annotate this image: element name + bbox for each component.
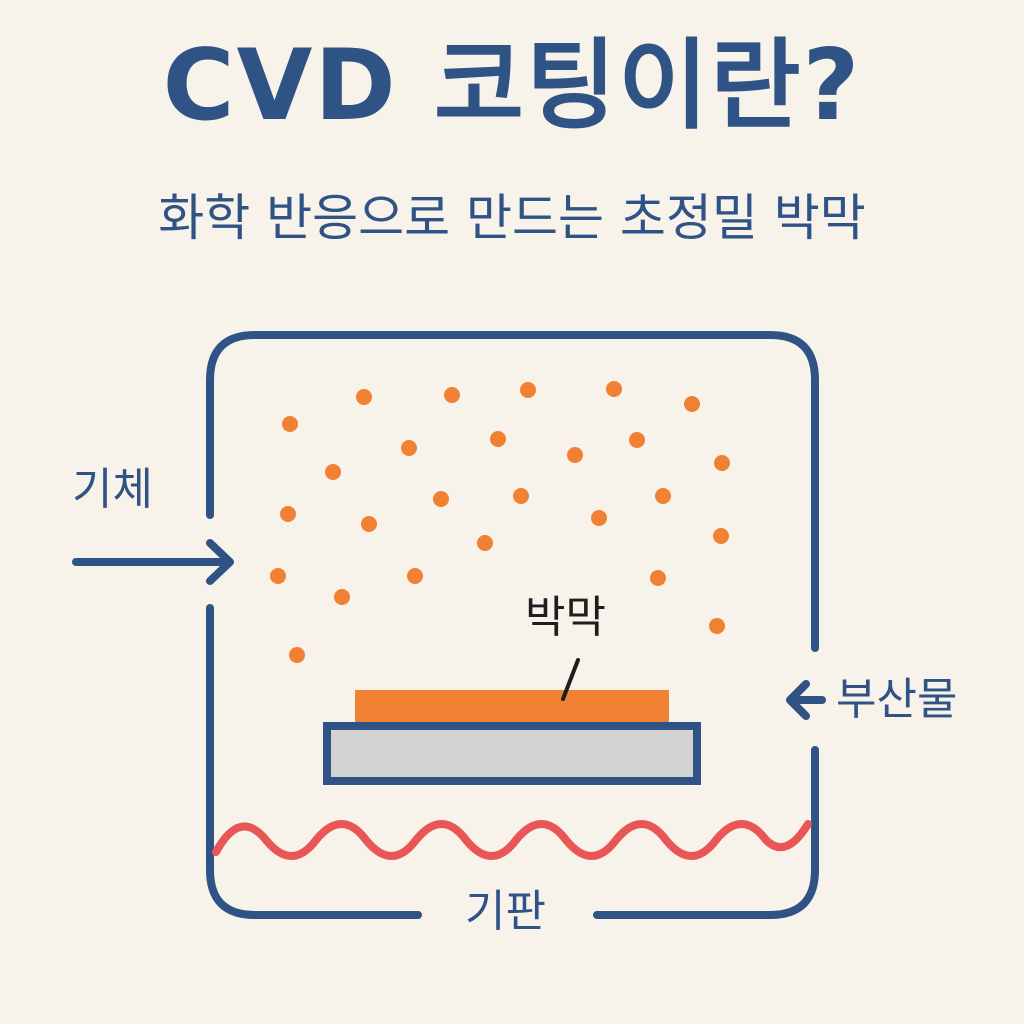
gas-particle bbox=[709, 618, 725, 634]
gas-particle bbox=[361, 516, 377, 532]
substrate-plate bbox=[323, 722, 701, 785]
heater-wave bbox=[212, 820, 812, 860]
gas-particle bbox=[289, 647, 305, 663]
gas-particle bbox=[282, 416, 298, 432]
arrow-right-icon bbox=[72, 539, 234, 585]
arrow-left-icon bbox=[786, 680, 826, 720]
byproduct-label: 부산물 bbox=[836, 674, 958, 725]
gas-particle bbox=[520, 382, 536, 398]
gas-particle bbox=[356, 389, 372, 405]
gas-particle bbox=[280, 506, 296, 522]
gas-particle bbox=[334, 589, 350, 605]
gas-particle bbox=[401, 440, 417, 456]
gas-particle bbox=[433, 491, 449, 507]
gas-particle bbox=[407, 568, 423, 584]
gas-particle bbox=[629, 432, 645, 448]
gas-particle bbox=[714, 455, 730, 471]
gas-particle bbox=[567, 447, 583, 463]
film-label: 박막 bbox=[525, 592, 606, 643]
gas-label: 기체 bbox=[72, 464, 153, 515]
gas-particle bbox=[713, 528, 729, 544]
gas-particle bbox=[325, 464, 341, 480]
gas-particle bbox=[684, 396, 700, 412]
chamber-wall bbox=[206, 331, 819, 919]
gas-particles bbox=[270, 381, 730, 663]
film-pointer-line bbox=[561, 658, 580, 701]
gas-particle bbox=[490, 431, 506, 447]
page-subtitle: 화학 반응으로 만드는 초정밀 박막 bbox=[158, 189, 866, 247]
page-title: CVD 코팅이란? bbox=[162, 29, 862, 143]
gas-particle bbox=[270, 568, 286, 584]
gas-particle bbox=[655, 488, 671, 504]
thin-film bbox=[355, 690, 669, 726]
gas-particle bbox=[591, 510, 607, 526]
gas-particle bbox=[444, 387, 460, 403]
gas-particle bbox=[513, 488, 529, 504]
gas-particle bbox=[650, 570, 666, 586]
substrate-label: 기판 bbox=[465, 886, 546, 937]
gas-particle bbox=[477, 535, 493, 551]
gas-particle bbox=[606, 381, 622, 397]
